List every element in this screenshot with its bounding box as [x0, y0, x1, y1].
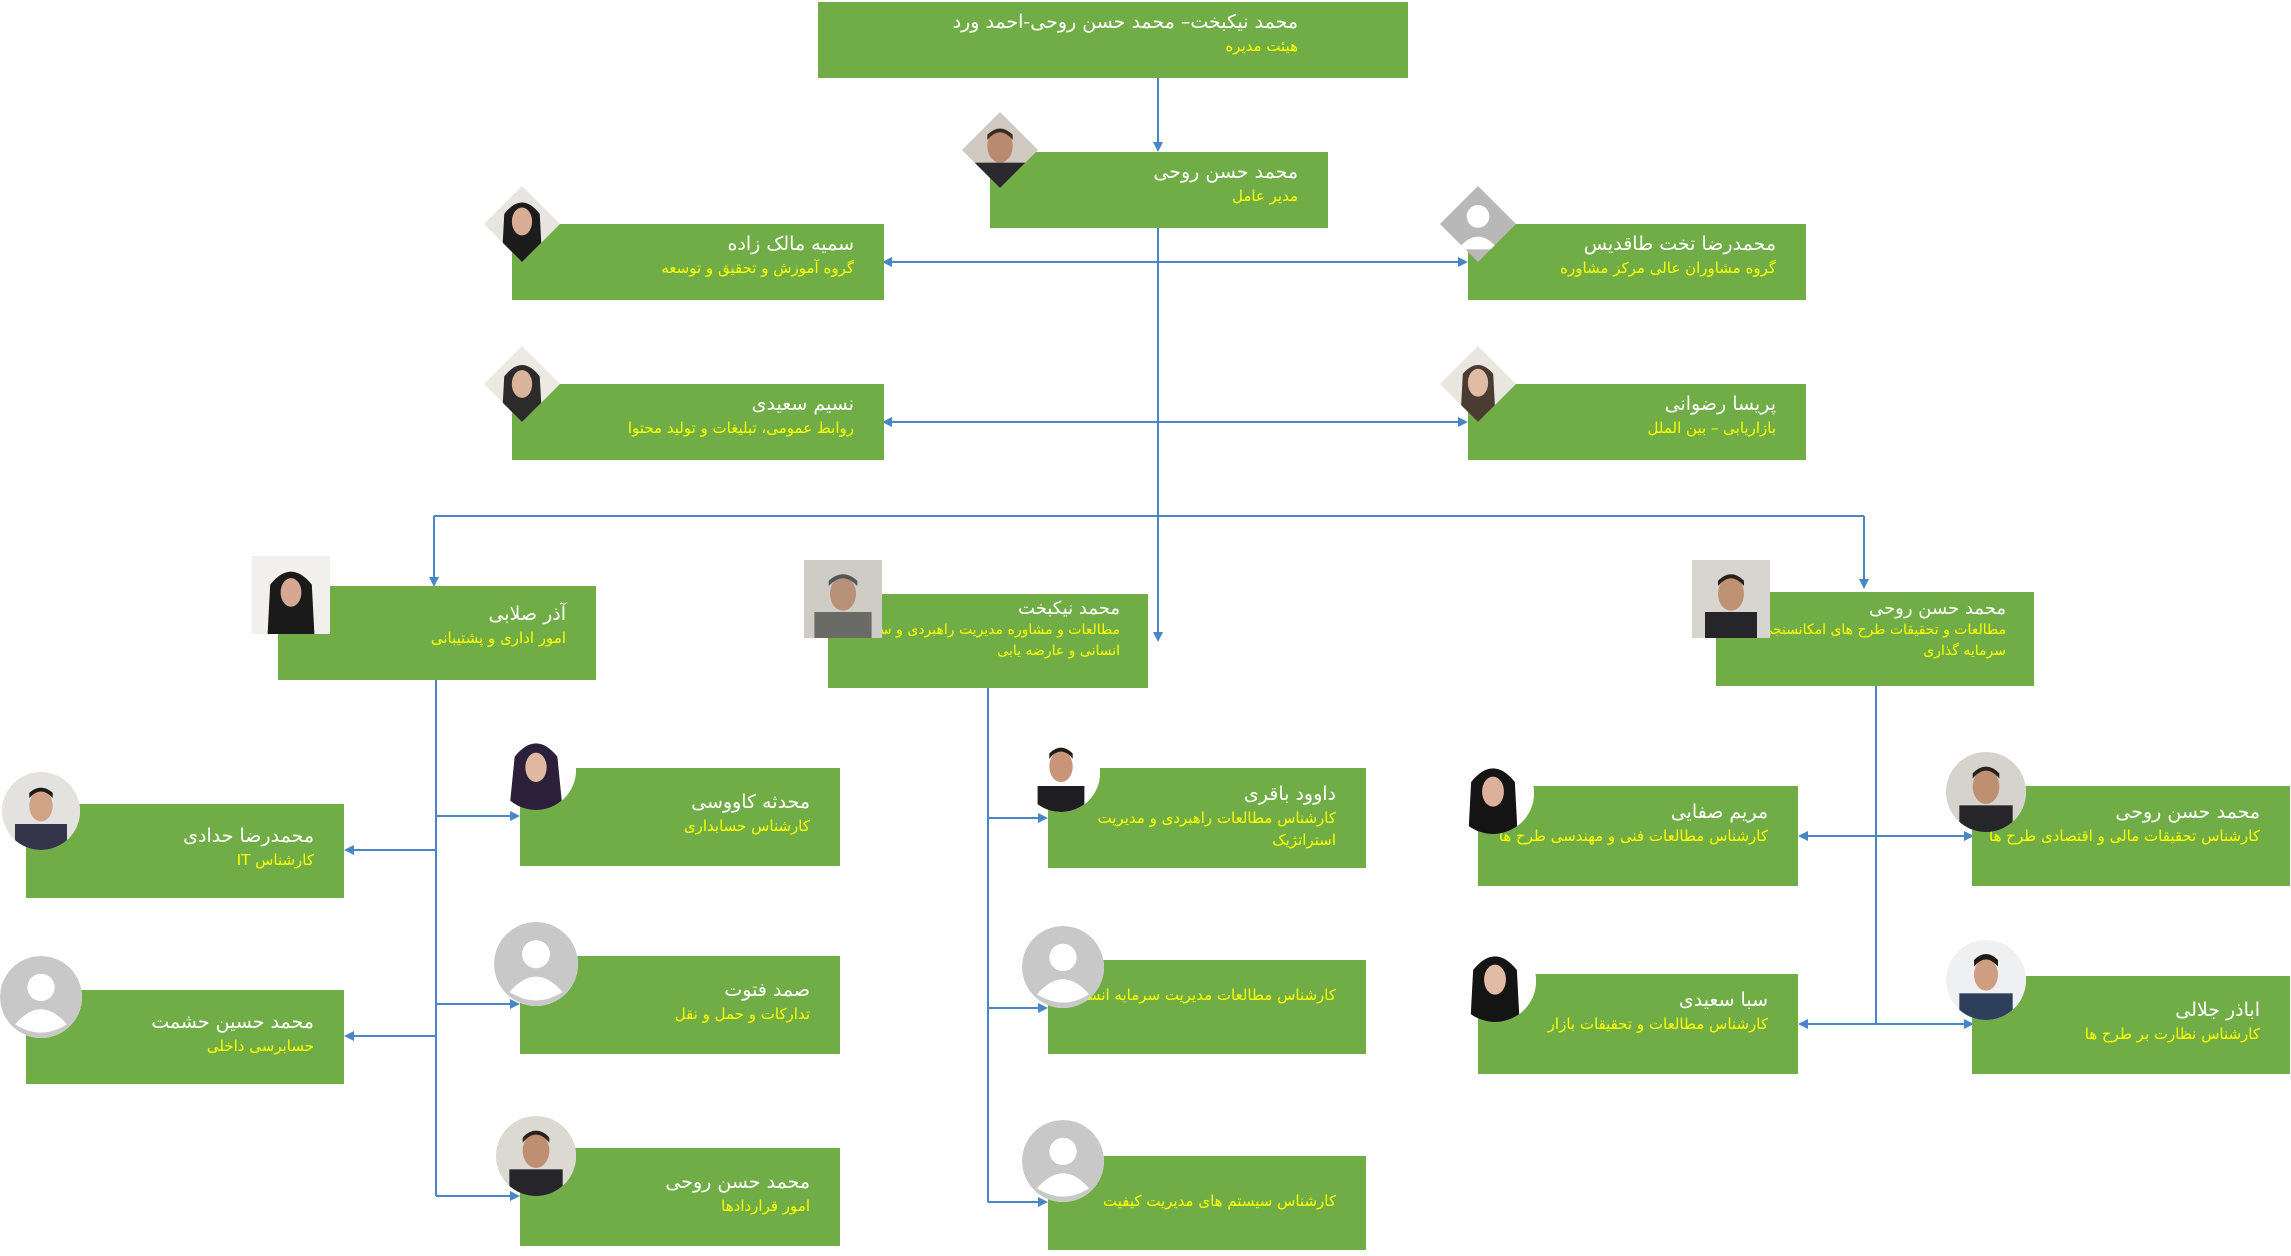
- person-placeholder-icon: [0, 956, 82, 1038]
- dept-box-admin: آذر صلابی امور اداری و پشتیبانی: [278, 586, 596, 680]
- employee-name: داوود باقری: [1243, 783, 1336, 805]
- dept-photo: [252, 556, 330, 634]
- employee-photo: [496, 1116, 576, 1196]
- person-placeholder-icon: [1022, 1120, 1104, 1202]
- employee-box: محمدرضا حدادی کارشناس IT: [26, 804, 344, 898]
- employee-photo: [1454, 940, 1536, 1022]
- dept-role: امور اداری و پشتیبانی: [430, 629, 566, 647]
- employee-name: صمد فتوت: [724, 979, 810, 1001]
- dept-name: محمد حسن روحی: [1869, 598, 2006, 619]
- employee-name: مریم صفایی: [1670, 801, 1768, 823]
- staff-box-pr: نسیم سعیدی روابط عمومی، تبلیغات و تولید …: [512, 384, 884, 460]
- board-box: محمد نیکبخت– محمد حسن روحی-احمد ورد هیئت…: [818, 2, 1408, 78]
- employee-role: تدارکات و حمل و نقل: [674, 1005, 810, 1023]
- employee-role: کارشناس سیستم های مدیریت کیفیت: [1103, 1192, 1336, 1210]
- employee-photo: [2, 772, 80, 850]
- staff-name: محمدرضا تخت طاقدیس: [1583, 233, 1776, 255]
- dept-name: محمد نیکبخت: [1018, 598, 1120, 619]
- person-placeholder-icon: [1022, 926, 1104, 1008]
- employee-box: محمد حسن روحی کارشناس تحقیقات مالی و اقت…: [1972, 786, 2290, 886]
- employee-name: محمد حسین حشمت: [151, 1011, 314, 1033]
- board-names: محمد نیکبخت– محمد حسن روحی-احمد ورد: [952, 11, 1298, 33]
- staff-role: بازاریابی – بین الملل: [1647, 419, 1776, 437]
- employee-name: محمد حسن روحی: [665, 1171, 810, 1193]
- employee-role: کارشناس مطالعات و تحقیقات بازار: [1547, 1015, 1768, 1033]
- ceo-name: محمد حسن روحی: [1153, 161, 1298, 183]
- staff-role: روابط عمومی، تبلیغات و تولید محتوا: [627, 419, 854, 437]
- employee-role: کارشناس مطالعات فنی و مهندسی طرح ها: [1498, 827, 1768, 845]
- employee-box: محمد حسین حشمت حسابرسی داخلی: [26, 990, 344, 1084]
- dept-photo: [1692, 560, 1770, 638]
- dept-role: مطالعات و تحقیقات طرح های امکانسنجی و سر…: [1750, 622, 2006, 659]
- employee-photo: [1452, 752, 1534, 834]
- employee-role: کارشناس تحقیقات مالی و اقتصادی طرح ها: [1989, 827, 2260, 845]
- dept-role: مطالعات و مشاوره مدیریت راهبردی و سرمایه…: [849, 622, 1120, 659]
- staff-name: نسیم سعیدی: [751, 393, 854, 415]
- employee-role: کارشناس حسابداری: [683, 817, 810, 835]
- employee-name: سبا سعیدی: [1678, 989, 1768, 1011]
- staff-box-advisors: محمدرضا تخت طاقدیس گروه مشاوران عالی مرک…: [1468, 224, 1806, 300]
- employee-photo: [496, 730, 576, 810]
- employee-photo: [1022, 734, 1100, 812]
- employee-role: کارشناس IT: [236, 851, 314, 869]
- employee-name: محمدرضا حدادی: [183, 825, 314, 847]
- employee-name: اباذر جلالی: [2175, 999, 2260, 1021]
- dept-photo: [804, 560, 882, 638]
- employee-role: کارشناس نظارت بر طرح ها: [2084, 1025, 2260, 1043]
- employee-role: کارشناس مطالعات مدیریت سرمایه انسانی: [1066, 986, 1336, 1004]
- staff-role: گروه آموزش و تحقیق و توسعه: [661, 259, 854, 277]
- employee-box: داوود باقری کارشناس مطالعات راهبردی و مد…: [1048, 768, 1366, 868]
- staff-name: سمیه مالک زاده: [727, 233, 854, 255]
- dept-name: آذر صلابی: [488, 603, 566, 625]
- employee-name: محمد حسن روحی: [2115, 801, 2260, 823]
- employee-box: اباذر جلالی کارشناس نظارت بر طرح ها: [1972, 976, 2290, 1074]
- employee-name: محدثه کاووسی: [691, 791, 810, 813]
- ceo-role: مدیر عامل: [1231, 187, 1298, 205]
- staff-box-research: سمیه مالک زاده گروه آموزش و تحقیق و توسع…: [512, 224, 884, 300]
- ceo-box: محمد حسن روحی مدیر عامل: [990, 152, 1328, 228]
- staff-name: پریسا رضوانی: [1664, 393, 1776, 415]
- employee-role: حسابرسی داخلی: [206, 1037, 314, 1055]
- staff-box-marketing: پریسا رضوانی بازاریابی – بین الملل: [1468, 384, 1806, 460]
- dept-box-management: محمد نیکبخت مطالعات و مشاوره مدیریت راهب…: [828, 594, 1148, 688]
- employee-role: امور قراردادها: [721, 1197, 810, 1215]
- board-role: هیئت مدیره: [1225, 37, 1298, 55]
- person-placeholder-icon: [494, 922, 578, 1006]
- staff-role: گروه مشاوران عالی مرکز مشاوره: [1560, 259, 1776, 277]
- employee-photo: [1946, 752, 2026, 832]
- employee-photo: [1946, 940, 2026, 1020]
- employee-role: کارشناس مطالعات راهبردی و مدیریت استراتژ…: [1097, 809, 1336, 849]
